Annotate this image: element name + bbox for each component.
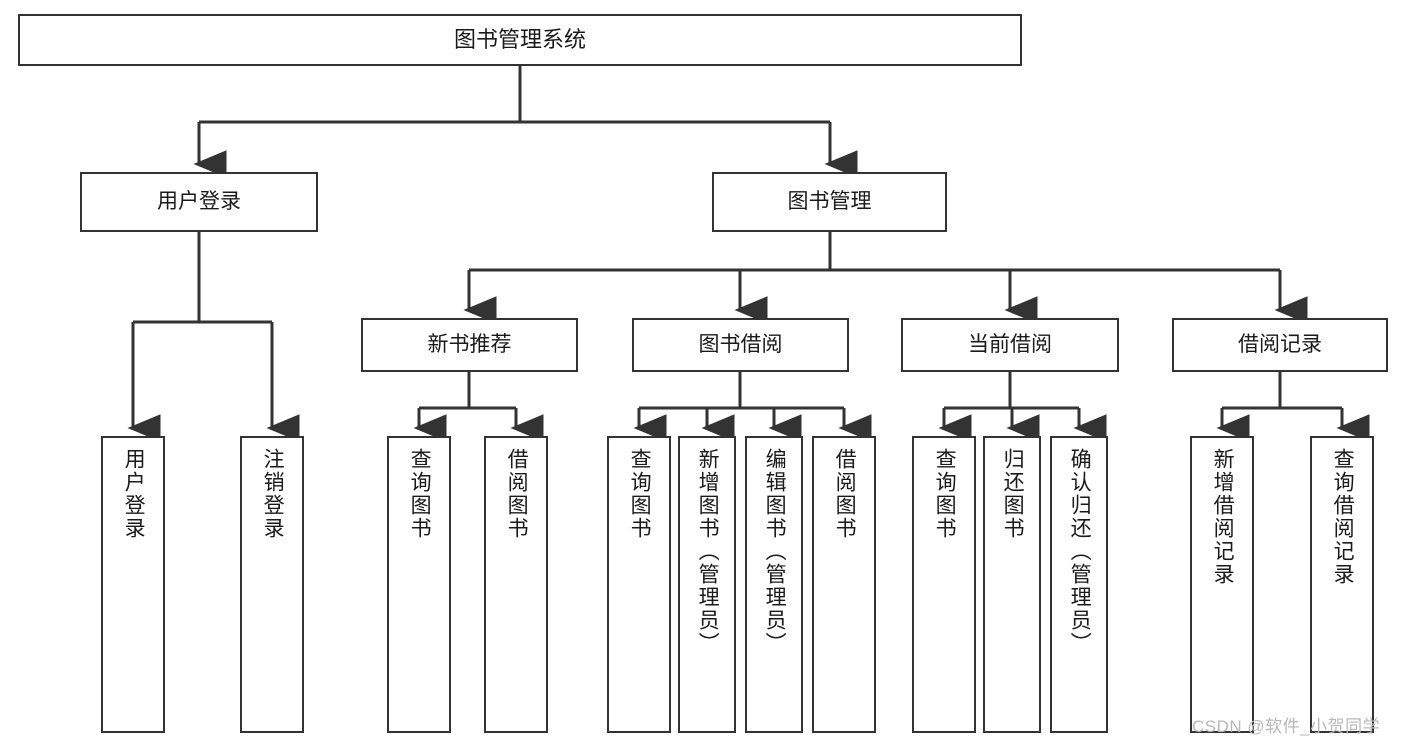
node-label: 查询图书 bbox=[628, 448, 652, 540]
node-label: 新书推荐 bbox=[427, 332, 512, 356]
node-label: 图书借阅 bbox=[698, 332, 783, 356]
node-leaf-confirm-return[interactable]: 确认归还（管理员） bbox=[1050, 436, 1108, 733]
node-root-system[interactable]: 图书管理系统 bbox=[18, 14, 1022, 66]
node-label: 图书管理系统 bbox=[453, 27, 586, 53]
node-label: 用户登录 bbox=[122, 448, 146, 540]
node-label: 归还图书 bbox=[1001, 448, 1025, 540]
node-leaf-add-record[interactable]: 新增借阅记录 bbox=[1190, 436, 1254, 733]
node-label: 用户登录 bbox=[157, 189, 241, 213]
node-leaf-borrow-book-2[interactable]: 借阅图书 bbox=[812, 436, 876, 733]
node-label: 查询借阅记录 bbox=[1331, 448, 1355, 586]
node-label: 借阅图书 bbox=[833, 448, 857, 540]
node-book-borrow[interactable]: 图书借阅 bbox=[632, 318, 849, 372]
node-leaf-query-record[interactable]: 查询借阅记录 bbox=[1310, 436, 1374, 733]
node-label: 注销登录 bbox=[261, 448, 285, 540]
node-label: 新增图书（管理员） bbox=[696, 448, 720, 655]
node-label: 确认归还（管理员） bbox=[1068, 448, 1092, 655]
node-leaf-query-book-2[interactable]: 查询图书 bbox=[607, 436, 671, 733]
node-label: 借阅记录 bbox=[1238, 332, 1322, 356]
node-new-book-recommend[interactable]: 新书推荐 bbox=[361, 318, 578, 372]
node-leaf-edit-book[interactable]: 编辑图书（管理员） bbox=[745, 436, 803, 733]
node-leaf-add-book[interactable]: 新增图书（管理员） bbox=[678, 436, 736, 733]
node-user-login[interactable]: 用户登录 bbox=[80, 172, 318, 232]
node-label: 图书管理 bbox=[787, 189, 872, 213]
node-label: 查询图书 bbox=[408, 448, 432, 540]
node-leaf-user-logout[interactable]: 注销登录 bbox=[240, 436, 304, 733]
node-label: 查询图书 bbox=[933, 448, 957, 540]
csdn-watermark: CSDN @软件_小贺同学 bbox=[1192, 717, 1381, 736]
node-label: 借阅图书 bbox=[505, 448, 529, 540]
node-leaf-query-book-3[interactable]: 查询图书 bbox=[912, 436, 976, 733]
node-leaf-query-book-1[interactable]: 查询图书 bbox=[387, 436, 451, 733]
node-label: 编辑图书（管理员） bbox=[763, 448, 787, 655]
node-borrow-record[interactable]: 借阅记录 bbox=[1172, 318, 1388, 372]
node-current-borrow[interactable]: 当前借阅 bbox=[901, 318, 1119, 372]
node-label: 当前借阅 bbox=[968, 332, 1052, 356]
node-leaf-borrow-book-1[interactable]: 借阅图书 bbox=[484, 436, 548, 733]
node-label: 新增借阅记录 bbox=[1211, 448, 1235, 586]
node-leaf-user-login[interactable]: 用户登录 bbox=[101, 436, 165, 733]
node-book-manage[interactable]: 图书管理 bbox=[712, 172, 947, 232]
node-leaf-return-book[interactable]: 归还图书 bbox=[983, 436, 1041, 733]
